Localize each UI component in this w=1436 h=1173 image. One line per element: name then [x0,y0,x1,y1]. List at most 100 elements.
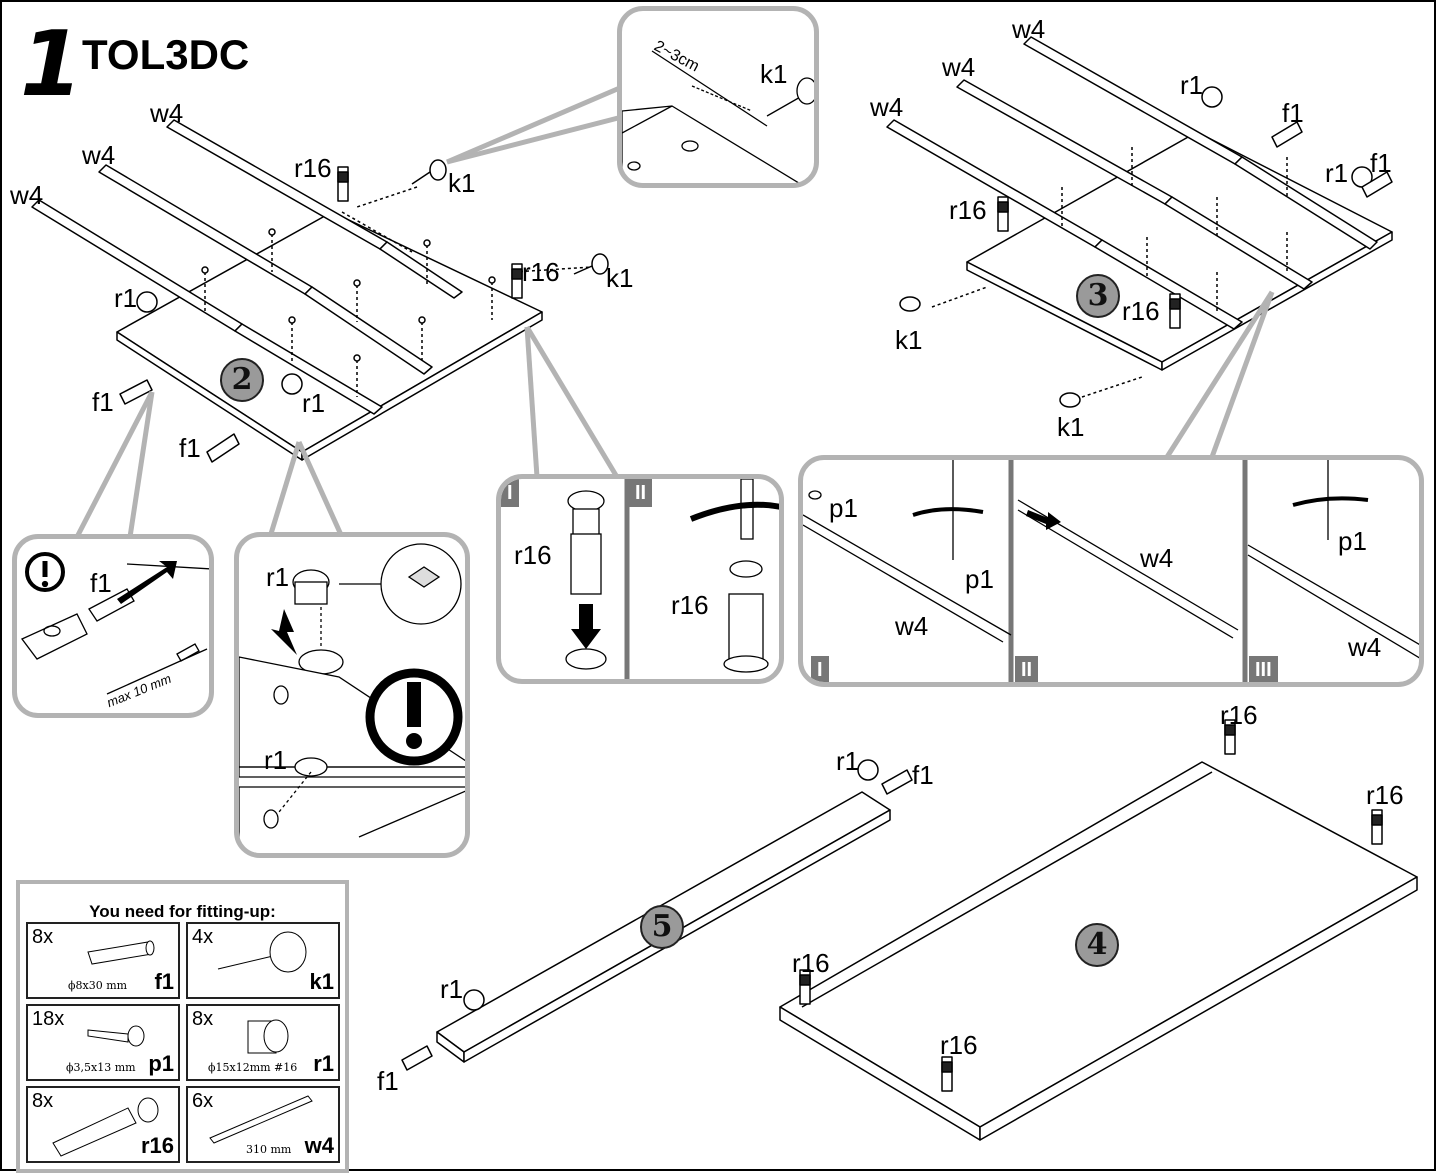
label-w4: w4 [10,180,44,210]
part-w4: 6x 310 mm w4 [186,1086,340,1163]
label-r16: r16 [940,1030,978,1060]
label-r1: r1 [266,562,290,592]
glide-icon [217,931,307,973]
roman-label: III [1249,656,1278,682]
roman-label: I [811,656,829,682]
label-f1: f1 [90,568,112,598]
label-k1: k1 [895,325,923,355]
label-k1: k1 [448,168,476,198]
callout-drawing [565,479,779,679]
roman-label: II [1015,656,1039,682]
callout-drawing [20,552,209,695]
page-step-number: 1 [20,12,83,117]
part-qty: 8x [32,926,54,948]
label-f1: f1 [1282,98,1304,128]
label-k1: k1 [606,263,634,293]
label-k1: k1 [760,59,788,89]
callout-r1-detail: r1 r1 [234,532,470,858]
label-r1: r1 [264,745,288,775]
callout-drawing [622,50,814,183]
part-r16: 8x r16 [26,1086,180,1163]
label-f1: f1 [377,1066,399,1096]
k1-glide-a [429,159,447,181]
part-qty: 18x [32,1008,65,1030]
label-p1: p1 [965,564,994,594]
label-w4: w4 [1140,543,1174,573]
label-w4: w4 [1012,14,1046,44]
label-r16: r16 [1366,780,1404,810]
label-r16: r16 [1122,296,1160,326]
label-r16: r16 [522,257,560,287]
part-code: r1 [313,1051,334,1076]
step2-screw-heads [201,228,496,362]
screw-icon [87,1025,145,1047]
label-f1: f1 [92,387,114,417]
connector-bolt-icon [52,1097,159,1157]
label-r16: r16 [1220,700,1258,730]
label-w4: w4 [895,611,929,641]
step-badge-3: 3 [1076,274,1120,318]
part-qty: 4x [192,926,214,948]
part-dim: ϕ15x12mm #16 [208,1061,298,1074]
part-f1: 8x ϕ8x30 mm f1 [26,922,180,999]
step2-screws [204,186,593,397]
dowel-icon [87,940,155,965]
part-code: k1 [309,969,334,994]
part-dim: ϕ8x30 mm [68,979,128,992]
part-dim: ϕ3,5x13 mm [66,1061,136,1074]
callout-rail-detail: I II III p1 p1 w4 w4 p1 w4 [798,455,1424,687]
roman-label: II [629,479,653,507]
page-title: TOL3DC [82,31,250,78]
callout-k1-detail: 2~3cm k1 [617,6,819,188]
label-r1: r1 [114,283,138,313]
drawer-rail-icon [209,1095,313,1144]
label-f1: f1 [179,433,201,463]
label-p1: p1 [829,493,858,523]
label-w4: w4 [82,140,116,170]
label-r16: r16 [792,948,830,978]
label-r16: r16 [294,153,332,183]
parts-list-title: You need for fitting-up: [89,902,276,921]
part-qty: 8x [192,1008,214,1030]
label-w4: w4 [150,98,184,128]
part-code: p1 [148,1051,174,1076]
part-k1: 4x k1 [186,922,340,999]
part-code: w4 [304,1133,334,1158]
parts-list: You need for fitting-up: 8x ϕ8x30 mm f1 … [16,880,349,1173]
part-dim: 310 mm [246,1143,292,1156]
label-r16: r16 [949,195,987,225]
part-qty: 6x [192,1090,214,1112]
label-r1: r1 [302,388,326,418]
label-k1: k1 [1057,412,1085,442]
label-w4: w4 [870,92,904,122]
label-r1: r1 [440,974,464,1004]
roman-label: I [501,479,519,507]
part-code: f1 [154,969,174,994]
label-f1: f1 [912,760,934,790]
callout-f1-detail: f1 max 10 mm [12,534,214,718]
callout-drawing [803,460,1419,682]
part-r1: 8x ϕ15x12mm #16 r1 [186,1004,340,1081]
step2-rails [31,119,463,415]
step-badge-5: 5 [640,905,684,949]
label-w4: w4 [1348,632,1382,662]
label-p1: p1 [1338,526,1367,556]
part-p1: 18x ϕ3,5x13 mm p1 [26,1004,180,1081]
label-r1: r1 [836,746,860,776]
k1-glide-b [591,253,609,275]
part-qty: 8x [32,1090,54,1112]
step2-panel [116,211,543,461]
callout-drawing [239,543,465,853]
part-code: r16 [140,1133,174,1158]
step3-rails [886,36,1378,330]
label-f1: f1 [1370,148,1392,178]
label-r16: r16 [671,590,709,620]
label-r16: r16 [514,540,552,570]
step3-screws [931,147,1288,398]
label-r1: r1 [1325,158,1349,188]
step-badge-2: 2 [220,358,264,402]
label-w4: w4 [942,52,976,82]
step-badge-4: 4 [1075,923,1119,967]
label-r1: r1 [1180,70,1204,100]
